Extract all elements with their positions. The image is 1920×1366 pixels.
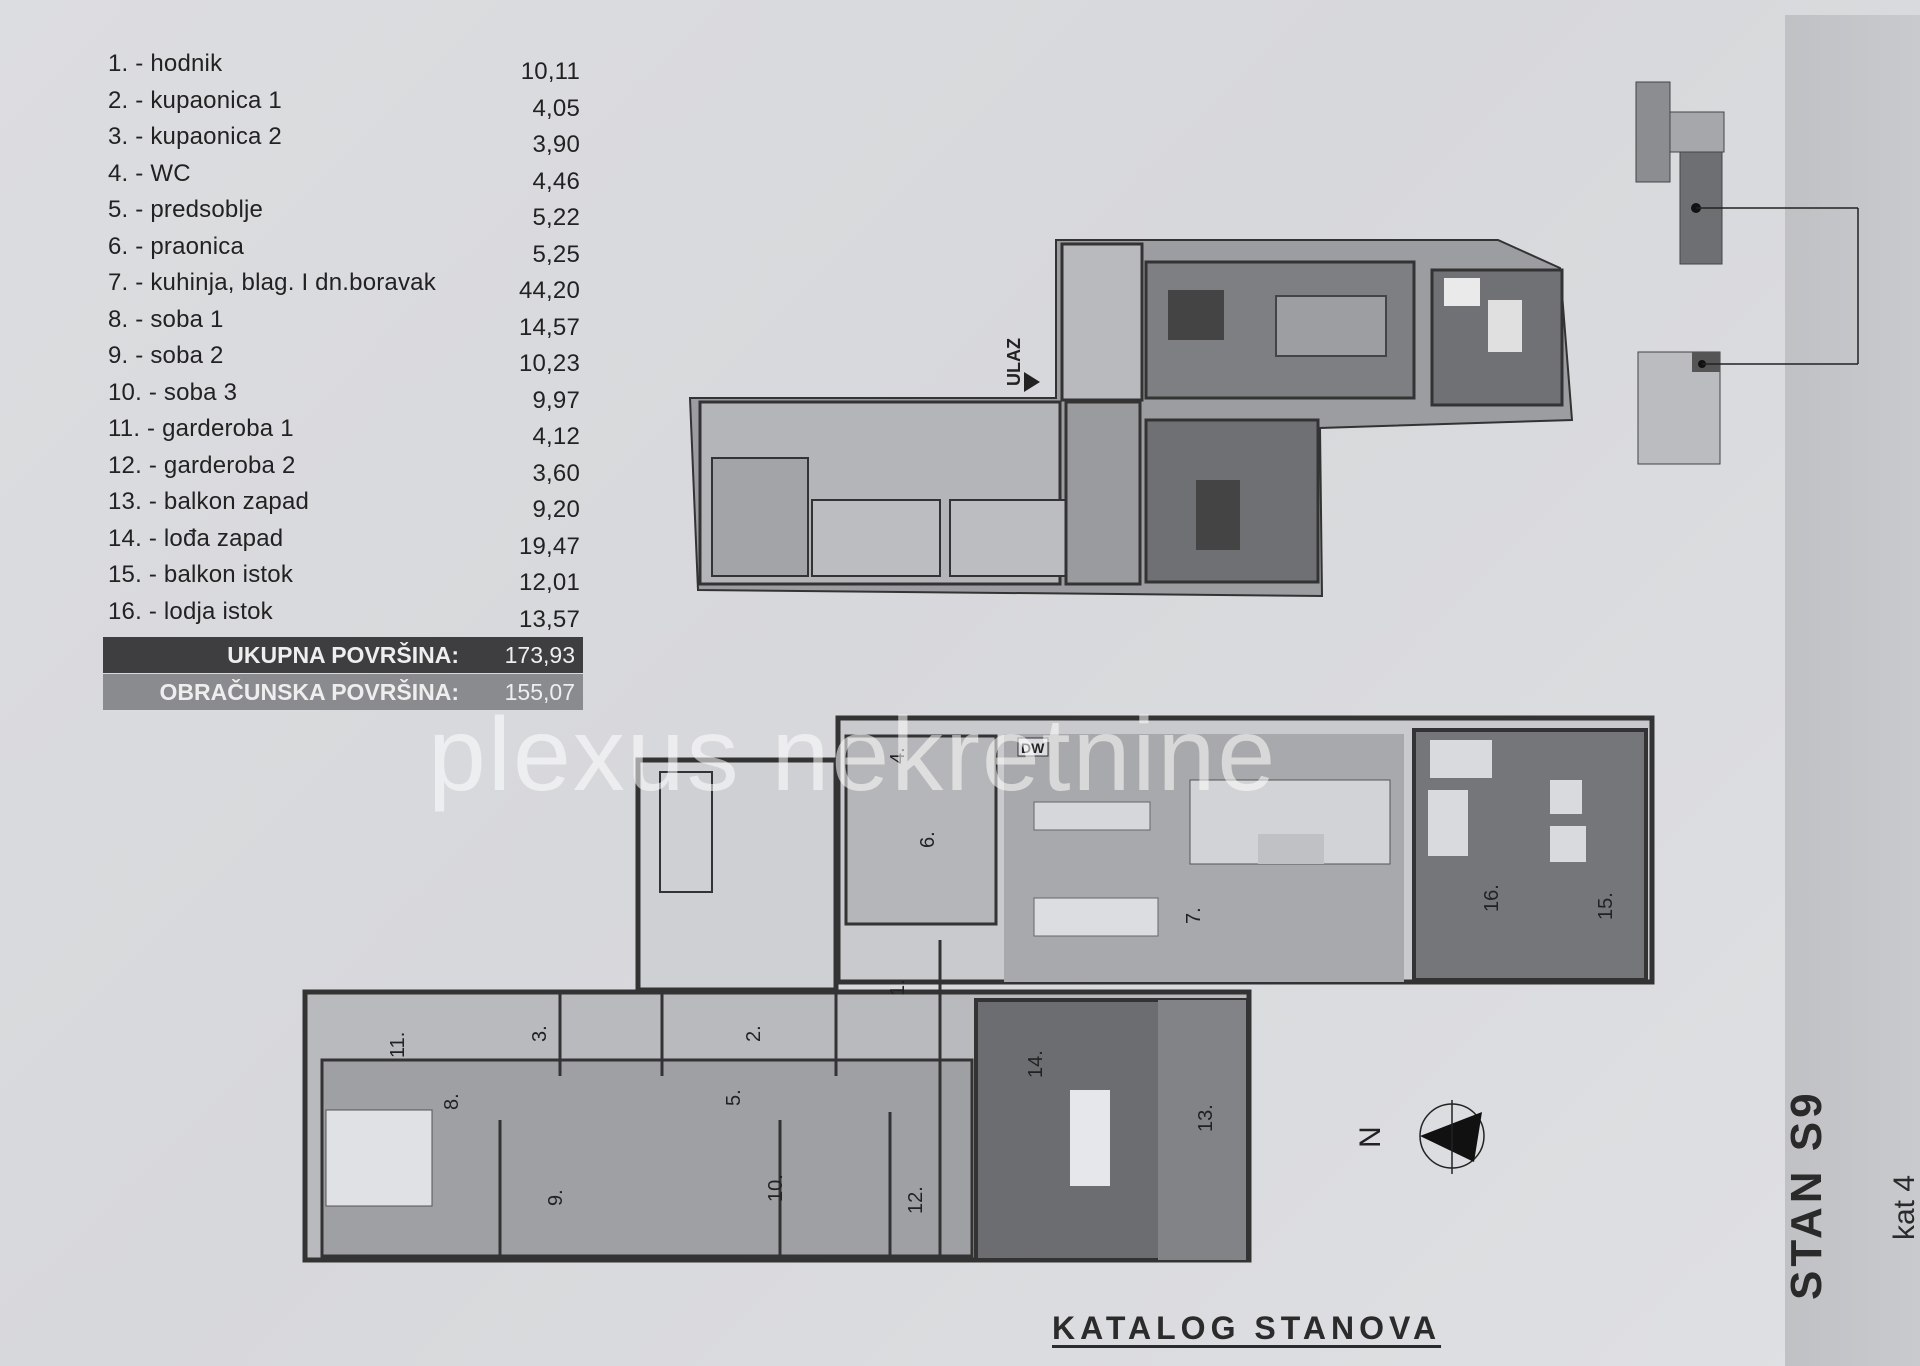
room-label: 1. - hodnik [108, 50, 223, 77]
north-label: N [1354, 1126, 1387, 1148]
room-number-10: 10. [765, 1174, 787, 1202]
room-area: 44,20 [518, 277, 580, 304]
room-label: 14. - lođa zapad [108, 524, 284, 552]
room-area: 13,57 [518, 605, 580, 633]
room-number-11: 11. [387, 1032, 409, 1058]
side-strip [1785, 15, 1920, 1366]
room-number-5-6: 6. [917, 831, 939, 848]
room-area: 19,47 [518, 532, 580, 560]
room-number-4: 4. [887, 747, 909, 764]
room-label: 9. - soba 2 [108, 342, 224, 369]
room-area: 5,22 [532, 204, 580, 231]
plan-view: DW 1. 2. 3. 4. 6. 5. 7. 8. 9. 10. 11. 12… [302, 715, 1655, 1263]
key-plan-thumbnails [1635, 81, 1859, 465]
room-area: 4,05 [532, 94, 580, 122]
room-row: 4. - WC 4,46 [108, 156, 580, 195]
room-area: 12,01 [518, 569, 580, 596]
room-label: 5. - predsoblje [108, 196, 264, 223]
room-row: 5. - predsoblje 5,22 [108, 192, 580, 231]
total-area-bar: UKUPNA POVRŠINA: 173,93 [103, 637, 583, 673]
total-area-label: UKUPNA POVRŠINA: [227, 642, 459, 668]
billable-area-value: 155,07 [504, 679, 575, 705]
room-number-12: 12. [905, 1186, 927, 1214]
room-label: 15. - balkon istok [108, 561, 294, 588]
room-number-1: 1. [887, 979, 909, 996]
axonometric-view: ULAZ [688, 239, 1574, 598]
room-row: 12. - garderoba 2 3,60 [108, 448, 580, 487]
room-row: 11. - garderoba 1 4,12 [108, 411, 580, 450]
north-compass: N [1354, 1100, 1485, 1174]
room-area: 5,25 [532, 240, 580, 268]
room-area: 4,46 [532, 167, 580, 195]
room-number-8: 8. [441, 1093, 463, 1110]
room-area: 9,97 [532, 386, 580, 414]
room-area: 14,57 [518, 313, 580, 341]
room-number-14: 14. [1025, 1050, 1047, 1078]
room-row: 10. - soba 3 9,97 [108, 375, 580, 414]
room-number-7: 7. [1183, 907, 1205, 924]
room-label: 10. - soba 3 [108, 378, 238, 406]
room-area: 4,12 [532, 423, 580, 450]
dishwasher-label: DW [1021, 740, 1045, 756]
billable-area-bar: OBRAČUNSKA POVRŠINA: 155,07 [103, 674, 583, 710]
room-label: 16. - lodja istok [108, 597, 273, 625]
entrance-label: ULAZ [1004, 338, 1024, 386]
room-area: 3,90 [532, 131, 580, 158]
room-label: 8. - soba 1 [108, 305, 224, 333]
room-number-9: 9. [545, 1189, 567, 1206]
room-number-16: 16. [1481, 884, 1503, 912]
billable-area-label: OBRAČUNSKA POVRŠINA: [159, 679, 459, 705]
room-row: 9. - soba 2 10,23 [108, 338, 580, 377]
room-area: 10,11 [520, 58, 580, 85]
room-number-2: 2. [743, 1025, 765, 1042]
total-area-value: 173,93 [504, 642, 575, 668]
room-row: 13. - balkon zapad 9,20 [108, 484, 580, 523]
apartment-title: STAN S9 [1782, 1089, 1831, 1300]
room-row: 15. - balkon istok 12,01 [108, 557, 580, 596]
room-row: 16. - lodja istok 13,57 [108, 594, 580, 633]
room-label: 7. - kuhinja, blag. I dn.boravak [108, 269, 436, 296]
room-label: 3. - kupaonica 2 [108, 123, 282, 150]
room-label: 6. - praonica [108, 232, 245, 260]
room-label: 13. - balkon zapad [108, 488, 310, 515]
room-row: 14. - lođa zapad 19,47 [108, 521, 580, 560]
room-area: 9,20 [532, 496, 580, 523]
room-number-3: 3. [529, 1025, 551, 1042]
room-row: 3. - kupaonica 2 3,90 [108, 119, 580, 158]
room-number-5: 5. [723, 1089, 745, 1106]
room-row: 6. - praonica 5,25 [108, 229, 580, 268]
room-area: 3,60 [532, 459, 580, 487]
room-area: 10,23 [518, 350, 580, 377]
room-row: 2. - kupaonica 1 4,05 [108, 83, 580, 122]
room-number-13: 13. [1195, 1104, 1217, 1132]
room-label: 2. - kupaonica 1 [108, 86, 282, 114]
room-label: 4. - WC [108, 159, 191, 187]
watermark-text: plexus nekretnine [428, 697, 1278, 813]
room-row: 7. - kuhinja, blag. I dn.boravak 44,20 [108, 265, 580, 304]
room-row: 1. - hodnik 10,11 [108, 46, 580, 85]
catalog-title: KATALOG STANOVA [1052, 1310, 1442, 1346]
room-label: 12. - garderoba 2 [108, 451, 296, 479]
room-label: 11. - garderoba 1 [108, 415, 294, 442]
room-row: 8. - soba 1 14,57 [108, 302, 580, 341]
room-number-15: 15. [1595, 892, 1617, 920]
floor-label: kat 4 [1888, 1174, 1920, 1240]
